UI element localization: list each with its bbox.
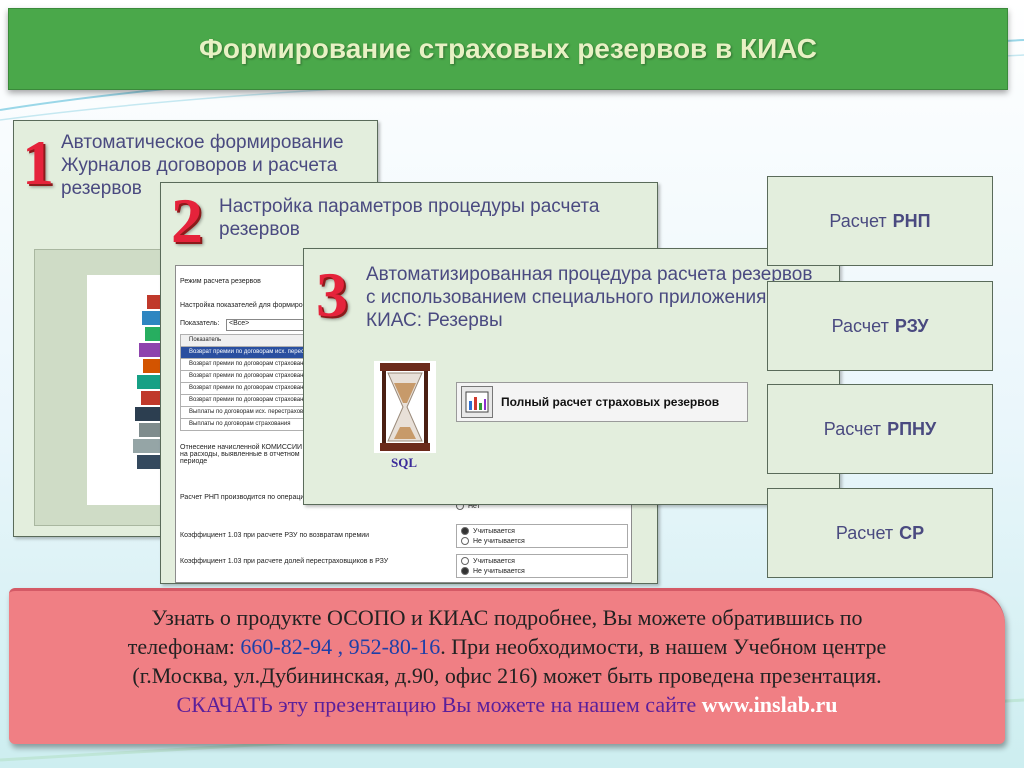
phone-numbers[interactable]: 660-82-94 , 952-80-16 (240, 634, 441, 659)
calc-box-code: РНП (892, 210, 931, 231)
rnp-label: Расчет РНП производится по операциям (180, 494, 313, 501)
info-line-4: СКАЧАТЬ эту презентацию Вы можете на наш… (9, 690, 1005, 719)
step-2-text: Настройка параметров процедуры расчета р… (219, 196, 600, 240)
radio-not-counted[interactable]: Не учитывается (461, 537, 525, 545)
settings-label: Настройка показателей для формирования (180, 302, 322, 309)
grid-row[interactable]: Выплаты по договорам страхования (180, 419, 310, 431)
coef2-label: Коэффициент 1.03 при расчете долей перес… (180, 558, 389, 565)
calc-box-code: СР (899, 522, 925, 543)
grid-row[interactable]: Выплаты по договорам исх. перестраховани… (180, 407, 310, 419)
radio-not-counted[interactable]: Не учитывается (461, 567, 525, 575)
info-line-1: Узнать о продукте ОСОПО и КИАС подробнее… (151, 605, 863, 630)
step-3-text: Автоматизированная процедура расчета рез… (366, 264, 813, 331)
calc-box-code: РЗУ (894, 315, 929, 336)
radio-icon (461, 537, 469, 545)
calc-box-prefix: Расчет (831, 315, 889, 336)
site-link[interactable]: www.inslab.ru (701, 692, 838, 717)
grid-row[interactable]: Возврат премии по договорам страхования (180, 359, 310, 371)
step-1-number: 1 (22, 127, 54, 198)
grid-row[interactable]: Возврат премии по договорам страхования (180, 383, 310, 395)
radio-icon (461, 557, 469, 565)
grid-row[interactable]: Возврат премии по договорам исх. перестр… (180, 347, 310, 359)
calc-box-prefix: Расчет (835, 522, 894, 543)
info-line-2-rest: . При необходимости, в нашем Учебном цен… (440, 634, 887, 659)
info-line-2: телефонам: 660-82-94 , 952-80-16. При не… (9, 632, 1005, 661)
step-1-text: Автоматическое формирование Журналов дог… (61, 132, 344, 199)
indicator-grid: Показатель Возврат премии по договорам и… (180, 334, 310, 431)
grid-row[interactable]: Возврат премии по договорам страхования (180, 395, 310, 407)
calc-box-prefix: Расчет (829, 210, 887, 231)
coef1-label: Коэффициент 1.03 при расчете РЗУ по возв… (180, 532, 370, 539)
coef2-options: Учитывается Не учитывается (456, 554, 628, 578)
step-3-panel: 3 Автоматизированная процедура расчета р… (303, 248, 840, 505)
contact-info-box: Узнать о продукте ОСОПО и КИАС подробнее… (9, 588, 1005, 744)
chart-calc-icon (461, 386, 493, 418)
mode-label: Режим расчета резервов (180, 278, 261, 285)
radio-counted[interactable]: Учитывается (461, 557, 515, 565)
indicator-label: Показатель: (180, 320, 220, 327)
phones-prefix: телефонам: (127, 634, 235, 659)
sql-label: SQL (391, 455, 418, 470)
title-bar: Формирование страховых резервов в КИАС (8, 8, 1008, 90)
info-line-3: (г.Москва, ул.Дубининская, д.90, офис 21… (132, 663, 882, 688)
calc-box-code: РПНУ (887, 418, 937, 439)
full-reserve-calc-button[interactable]: Полный расчет страховых резервов (456, 382, 748, 422)
download-text: эту презентацию Вы можете на нашем сайте (272, 692, 702, 717)
download-link[interactable]: СКАЧАТЬ (176, 692, 273, 717)
hourglass-icon (374, 361, 436, 453)
grid-row[interactable]: Возврат премии по договорам страхования (180, 371, 310, 383)
radio-icon (461, 567, 469, 575)
page-title: Формирование страховых резервов в КИАС (199, 33, 817, 64)
radio-counted[interactable]: Учитывается (461, 527, 515, 535)
grid-header: Показатель (180, 334, 310, 347)
step-2-number: 2 (171, 185, 203, 256)
calc-box-prefix: Расчет (823, 418, 882, 439)
coef1-options: Учитывается Не учитывается (456, 524, 628, 548)
commission-label: Отнесение начисленной КОМИССИИ на расход… (180, 444, 303, 465)
full-reserve-calc-label: Полный расчет страховых резервов (501, 395, 720, 409)
step-3-number: 3 (316, 259, 348, 330)
radio-icon (461, 527, 469, 535)
